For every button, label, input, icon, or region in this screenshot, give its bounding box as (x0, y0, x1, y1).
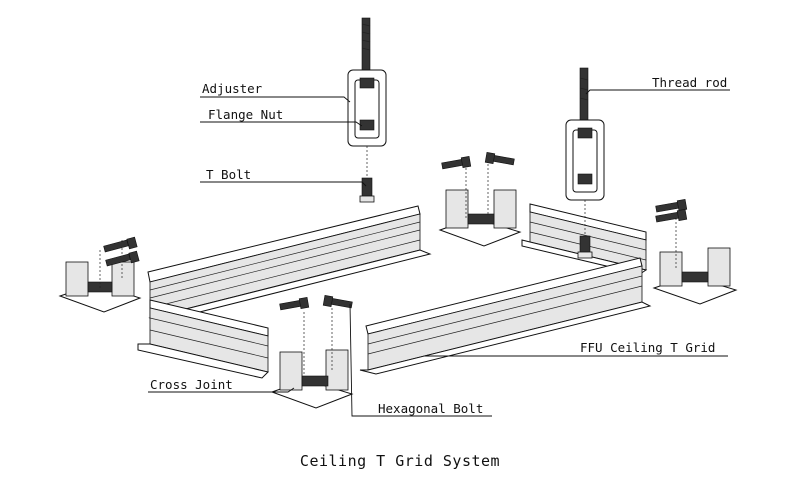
adjuster-left (347, 17, 387, 203)
label-t-bolt: T Bolt (206, 167, 251, 182)
label-hexagonal-bolt: Hexagonal Bolt (378, 401, 483, 416)
cross-joint-front (270, 308, 354, 409)
adjuster-leader (200, 96, 351, 103)
label-cross-joint: Cross Joint (150, 377, 233, 392)
thread-rod-leader (585, 89, 730, 95)
cross-joint-leader (148, 387, 295, 393)
cross-joint-back-center (438, 160, 522, 247)
adjuster-right (565, 67, 605, 259)
t-bolt-leader (200, 181, 367, 187)
t-grid-rail-left (137, 299, 269, 379)
label-thread-rod: Thread rod (652, 75, 727, 90)
cross-joint-left (58, 240, 142, 313)
hexagonal-bolt-leader (349, 303, 492, 417)
t-grid-rail-front (359, 257, 652, 375)
t-grid-rail-back-left (147, 205, 432, 323)
label-adjuster: Adjuster (202, 81, 263, 96)
flange-nut-leader (200, 121, 363, 127)
label-ffu-ceiling-t-grid: FFU Ceiling T Grid (580, 340, 715, 355)
diagram-caption: Ceiling T Grid System (300, 452, 500, 470)
hexagonal-bolt-icon (103, 152, 688, 311)
label-flange-nut: Flange Nut (208, 107, 283, 122)
cross-joint-right (652, 214, 738, 305)
